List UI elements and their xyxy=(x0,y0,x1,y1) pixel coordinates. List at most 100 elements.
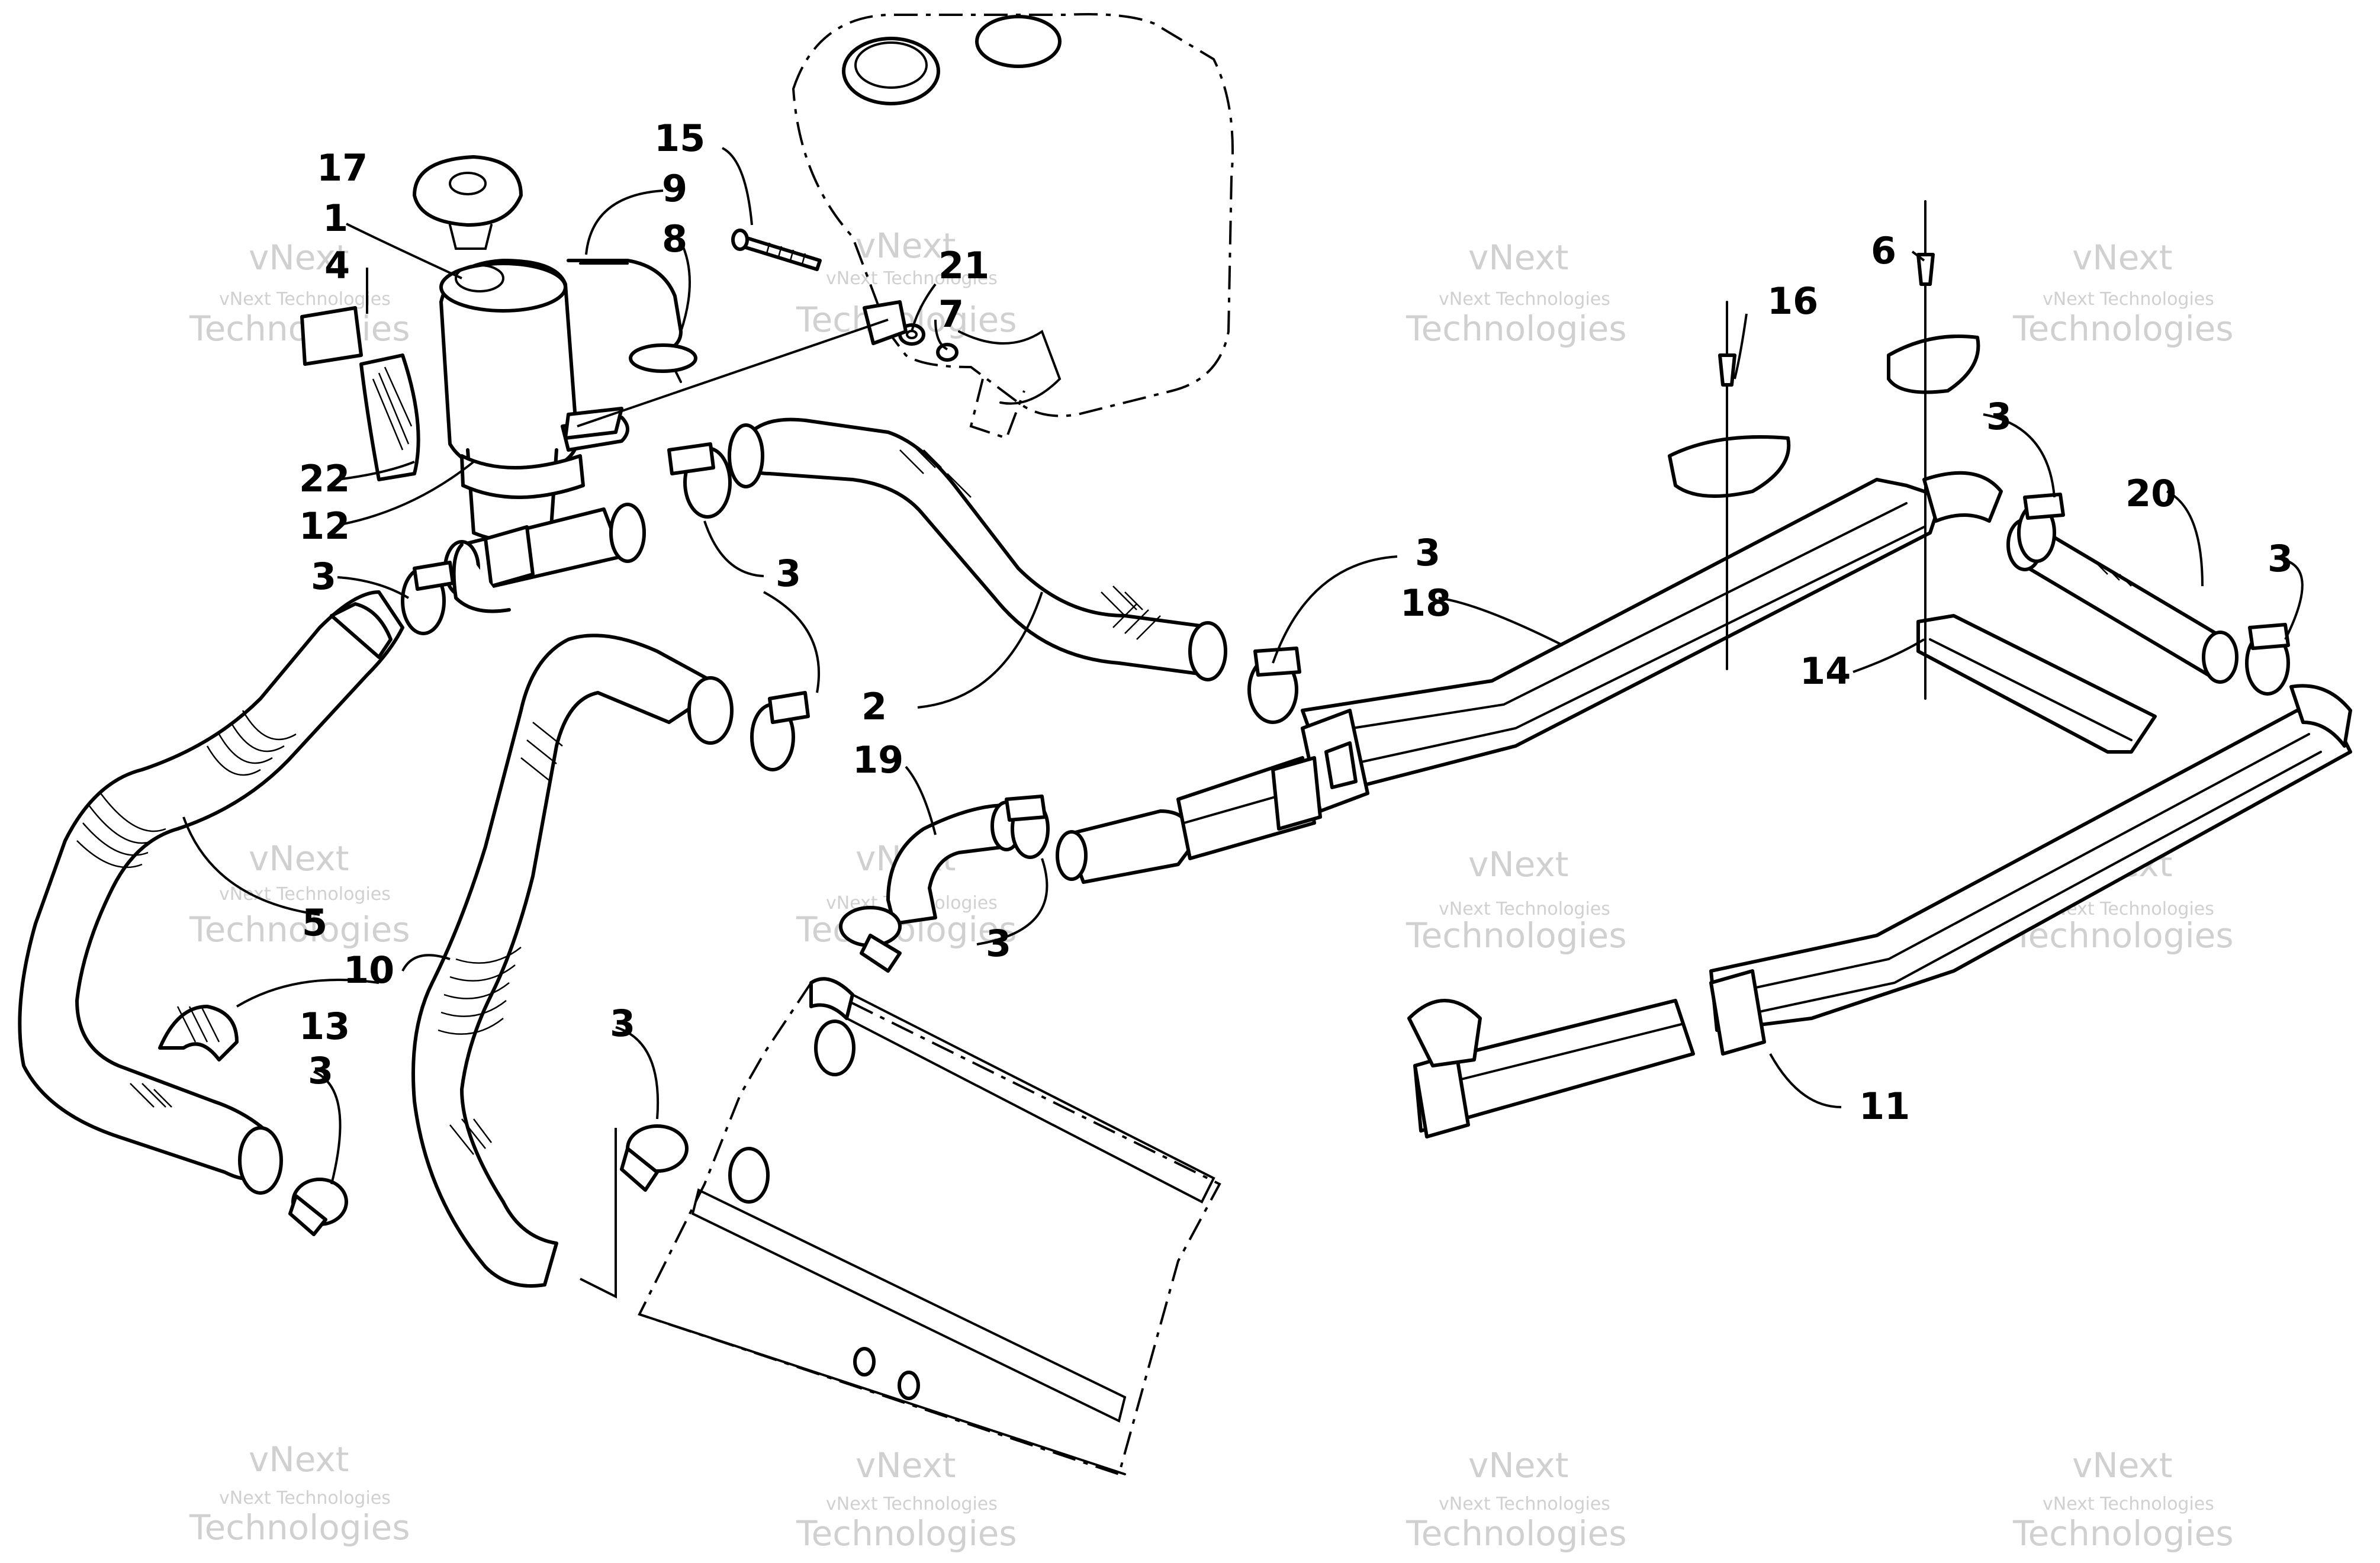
svg-text:vNext: vNext xyxy=(249,237,349,278)
coolant-reservoir-tank xyxy=(792,13,1234,440)
callout-3g: 3 xyxy=(1986,395,2012,438)
callout-3c: 3 xyxy=(1415,531,1440,574)
svg-text:vNext Technologies: vNext Technologies xyxy=(1439,289,1610,310)
svg-text:vNext Technologies: vNext Technologies xyxy=(826,268,998,289)
callout-5: 5 xyxy=(302,901,327,944)
svg-text:vNext: vNext xyxy=(855,226,956,266)
callout-3f: 3 xyxy=(308,1049,333,1092)
svg-text:vNext Technologies: vNext Technologies xyxy=(219,289,391,310)
hose-clamp xyxy=(2017,493,2065,563)
callout-9: 9 xyxy=(662,167,687,210)
callout-11: 11 xyxy=(1859,1085,1910,1128)
callout-12: 12 xyxy=(299,504,350,548)
coolant-hose-10 xyxy=(411,633,734,1288)
heat-exchanger xyxy=(638,977,1221,1476)
mounting-bracket xyxy=(863,300,908,345)
callout-2: 2 xyxy=(861,685,887,728)
hose-clamp xyxy=(1005,795,1050,859)
svg-text:vNext Technologies: vNext Technologies xyxy=(2043,1494,2214,1514)
spring-clamp xyxy=(158,1005,239,1062)
callout-8: 8 xyxy=(662,217,687,260)
rivet-16 xyxy=(1668,301,1791,498)
svg-text:Technologies: Technologies xyxy=(1406,1513,1627,1554)
svg-text:Technologies: Technologies xyxy=(189,1507,410,1548)
heat-exchanger-tube-11 xyxy=(1709,684,2352,1056)
hose-clamp xyxy=(401,561,455,635)
svg-text:vNext: vNext xyxy=(1468,237,1568,278)
callout-1: 1 xyxy=(323,197,348,240)
heat-exchanger-tube-lower xyxy=(1407,999,1695,1139)
hose-clamp xyxy=(1247,647,1301,724)
svg-text:Technologies: Technologies xyxy=(189,909,410,950)
callout-labels: 17 1 4 22 12 15 9 8 21 7 3 3 2 3 18 19 3… xyxy=(299,117,2293,1128)
watermark-10: vNext Technologies Technologies vNext xyxy=(796,1445,1017,1554)
callout-3a: 3 xyxy=(311,555,336,598)
watermark-9: vNext Technologies Technologies vNext xyxy=(189,1439,410,1548)
coolant-hose-20 xyxy=(2006,518,2239,684)
callout-4: 4 xyxy=(324,244,350,287)
svg-text:vNext Technologies: vNext Technologies xyxy=(1439,899,1610,919)
callout-3d: 3 xyxy=(986,922,1011,965)
callout-20: 20 xyxy=(2125,472,2176,515)
svg-text:vNext: vNext xyxy=(2072,1445,2172,1485)
svg-text:vNext Technologies: vNext Technologies xyxy=(219,1488,391,1509)
coolant-hose-5 xyxy=(18,590,404,1195)
bolt xyxy=(731,229,822,271)
svg-text:Technologies: Technologies xyxy=(2012,915,2234,956)
callout-3e: 3 xyxy=(610,1002,635,1045)
svg-text:vNext: vNext xyxy=(249,838,349,879)
callout-3h: 3 xyxy=(2268,537,2293,580)
callout-15: 15 xyxy=(654,117,705,160)
callout-17: 17 xyxy=(317,146,368,189)
hose-clamp xyxy=(2245,623,2290,696)
hose-clamp xyxy=(667,442,732,519)
svg-text:vNext Technologies: vNext Technologies xyxy=(826,1494,998,1514)
svg-text:Technologies: Technologies xyxy=(2012,1513,2234,1554)
watermark-1: vNext Technologies Technologies vNext xyxy=(189,237,410,349)
svg-text:Technologies: Technologies xyxy=(2012,308,2234,349)
callout-18: 18 xyxy=(1400,581,1451,625)
decal-4 xyxy=(300,306,363,366)
svg-text:Technologies: Technologies xyxy=(796,1513,1017,1554)
svg-text:Technologies: Technologies xyxy=(1406,308,1627,349)
watermark-3: vNext Technologies Technologies vNext xyxy=(1406,237,1627,349)
svg-text:Technologies: Technologies xyxy=(189,308,410,349)
svg-text:vNext Technologies: vNext Technologies xyxy=(219,884,391,905)
heat-exchanger-tube-center xyxy=(1176,756,1322,860)
svg-text:vNext Technologies: vNext Technologies xyxy=(1439,1494,1610,1514)
svg-text:vNext: vNext xyxy=(1468,1445,1568,1485)
watermark-4: vNext Technologies Technologies vNext xyxy=(2012,237,2234,349)
callout-19: 19 xyxy=(853,738,903,782)
svg-text:vNext: vNext xyxy=(1468,844,1568,885)
svg-text:Technologies: Technologies xyxy=(1406,915,1627,956)
leader-lines xyxy=(182,147,2304,1185)
coolant-hose-2 xyxy=(728,417,1227,681)
callout-10: 10 xyxy=(343,948,394,992)
callout-14: 14 xyxy=(1800,649,1851,693)
radiator-cap xyxy=(413,155,523,250)
decal-22 xyxy=(359,353,420,481)
overflow-hose xyxy=(567,259,697,383)
deflector xyxy=(1916,614,2157,754)
heat-exchanger-tube-18 xyxy=(1301,471,2003,813)
callout-7: 7 xyxy=(938,292,964,336)
hose-clamp xyxy=(620,1124,689,1192)
callout-13: 13 xyxy=(299,1005,350,1048)
callout-22: 22 xyxy=(299,457,350,500)
coolant-hose-19 xyxy=(886,800,1198,925)
callout-6: 6 xyxy=(1871,229,1896,272)
rivet-6 xyxy=(1887,200,1980,394)
svg-text:vNext: vNext xyxy=(249,1439,349,1480)
expansion-tank xyxy=(439,259,629,543)
watermark-11: vNext Technologies Technologies vNext xyxy=(1406,1445,1627,1554)
watermark-12: vNext Technologies Technologies vNext xyxy=(2012,1445,2234,1554)
svg-text:vNext: vNext xyxy=(855,1445,956,1485)
callout-16: 16 xyxy=(1767,279,1818,323)
hose-clamp xyxy=(839,906,902,973)
callout-21: 21 xyxy=(938,244,989,287)
hose-clamp xyxy=(750,691,810,771)
watermark-5: vNext Technologies Technologies vNext xyxy=(189,838,410,950)
watermark-7: vNext Technologies Technologies vNext xyxy=(1406,844,1627,956)
callout-3b: 3 xyxy=(776,552,801,595)
